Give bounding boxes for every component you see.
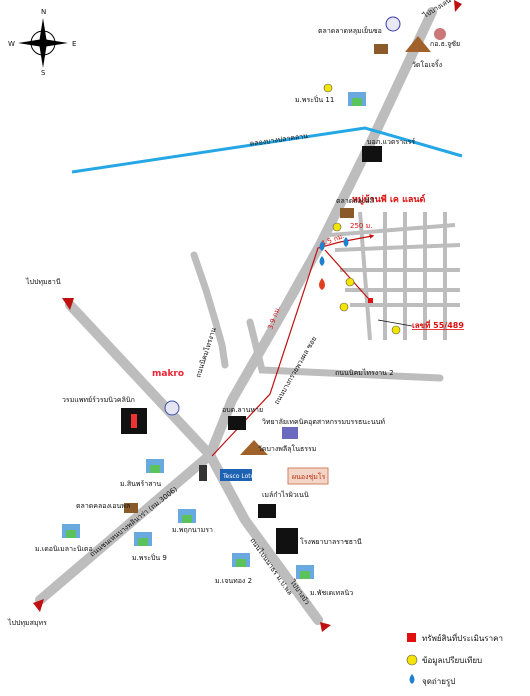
- hospital-cross-icon: [131, 414, 137, 428]
- label-village-6: ม.พัชเดเทลนิว: [310, 589, 353, 597]
- subdivision-grid: [329, 211, 461, 341]
- side-road-cross: [246, 318, 444, 382]
- label-temple-2: วัดโอเจริ้ง: [412, 58, 442, 69]
- subject-name: หมู่บ้านพี เค แลนด์: [352, 193, 426, 205]
- left-destination-label: ไปปทุมธานี: [25, 277, 61, 286]
- temple-seal-icon: [385, 16, 401, 32]
- comparison-point-4: [339, 302, 349, 312]
- legend-photo-label: จุดถ่ายรูป: [422, 677, 455, 687]
- temple-icon-1: [405, 36, 431, 52]
- label-school: บอภ.แวตราแรร์: [367, 138, 415, 146]
- fire-icon: [319, 278, 325, 290]
- label-village-5: ม.เจนทอง 2: [215, 577, 252, 585]
- bottom-left-destination-label: ไปปทุมสมุทร: [7, 618, 47, 627]
- side-road-left: [190, 251, 229, 369]
- arrow-bottom-right: [320, 622, 331, 632]
- subject-number: เลขที่ 55/489: [412, 319, 464, 330]
- village-icons: [62, 92, 366, 579]
- arrow-top-right: [454, 0, 462, 12]
- legend: ทรัพย์สินที่ประเมินราคา ข้อมูลเปรียบเทีย…: [406, 632, 503, 687]
- label-market-low: ตลาดคลองเอนพล: [76, 502, 130, 510]
- label-village-3: ม.พฤกนามรา: [172, 526, 213, 534]
- destination-arrows: [33, 0, 462, 632]
- label-school-2: โรงพยาบาลราชธานี: [300, 537, 362, 546]
- district-office-icon: [228, 416, 246, 430]
- label-local: ผนองชุ่มโร: [292, 472, 326, 481]
- label-market-mid: ตลาดสองลิลี: [336, 197, 374, 205]
- canal: [71, 126, 463, 174]
- label-temple-3: วัดบางพลีลุโนธรรม: [258, 444, 316, 453]
- label-market-top: ตลาดลาดหลุมเย็นซอ: [318, 26, 382, 35]
- label-tesco: Tesco Lotus: [222, 473, 258, 480]
- photo-points: [319, 237, 349, 266]
- arrow-top-left: [62, 298, 74, 310]
- subject-leader-line: [377, 319, 413, 327]
- makro-icon: [164, 400, 180, 416]
- tesco-icon: [220, 469, 252, 481]
- compass-e: E: [72, 40, 76, 48]
- label-village-top: ม.พระปิ่น 11: [295, 95, 334, 104]
- label-village-4: ม.พระปิ่น 9: [132, 553, 167, 562]
- label-hospital: วรมแพทย์ร์วรมนิวคลินิก: [62, 396, 135, 404]
- building-icons: [121, 16, 446, 554]
- photo-point-1: [319, 241, 325, 251]
- legend-photo-swatch: [409, 674, 415, 684]
- college-icon: [282, 427, 298, 439]
- photo-point-3: [319, 256, 325, 266]
- label-gov-office: เมล์กำไรผิวเนนิ: [262, 490, 309, 499]
- comparison-point-2: [332, 222, 342, 232]
- market-icon-low: [124, 503, 138, 513]
- cross-road-label: ถนนนิคมไทรงาน 2: [335, 368, 394, 377]
- legend-compare-label: ข้อมูลเปรียบเทียบ: [422, 656, 482, 666]
- roads: [35, 7, 444, 625]
- temple-icon-3: [240, 440, 268, 455]
- legend-subject-swatch: [407, 633, 416, 642]
- label-village-2: ม.เดอนิเมลาะนิเตอ: [35, 545, 93, 553]
- compass-n: N: [41, 8, 46, 16]
- subject-marker: [368, 298, 373, 303]
- photo-point-2: [343, 237, 349, 247]
- hospital-2-icon: [276, 528, 298, 554]
- label-makro: makro: [152, 369, 184, 379]
- label-college: วิทยาลัยเทคนิคอุตสาหกรรมบรรธนะนนท์: [262, 418, 385, 426]
- local-icon: [287, 467, 329, 485]
- diagonal-road-label: ถนนชนเหนบางพลินาร่า (ถม.3006): [88, 485, 179, 558]
- diagonal-road-southwest: [35, 450, 215, 605]
- label-district-office: อบต.ลานหาย: [222, 406, 263, 414]
- comparison-points: [323, 83, 401, 335]
- compass-rose: N S E W: [8, 8, 76, 77]
- arrow-bottom-left: [33, 599, 44, 612]
- gov-office-icon: [258, 504, 276, 518]
- legend-subject-label: ทรัพย์สินที่ประเมินราคา: [422, 632, 503, 643]
- diagonal-road-northwest: [65, 300, 215, 460]
- market-icon-mid: [340, 208, 354, 218]
- market-icon-top: [374, 44, 388, 54]
- legend-compare-swatch: [406, 654, 418, 666]
- traffic-light-icon: [199, 465, 207, 481]
- comparison-point-3: [345, 277, 355, 287]
- comparison-point-5: [391, 325, 401, 335]
- compass-w: W: [8, 40, 15, 48]
- school-icon: [362, 146, 382, 162]
- comparison-point-1: [323, 83, 333, 93]
- compass-s: S: [41, 69, 46, 77]
- distance-2: 250 ม.: [350, 222, 372, 230]
- place-labels: ตลาดลาดหลุมเย็นซอ กอ.ธ.จูซัย วัดโอเจริ้ง…: [35, 26, 460, 597]
- label-village-1: ม.สินพร้าสาน: [120, 480, 161, 488]
- label-kro: กอ.ธ.จูซัย: [430, 40, 460, 48]
- top-destination-label: ไปบางเลน: [420, 0, 452, 20]
- kro-icon: [434, 28, 446, 40]
- left-slant-road-label: ถนนนิคมไทรงาน: [193, 326, 218, 378]
- canal-label: คลองบางปลาคลาน: [249, 132, 308, 148]
- main-road-north: [205, 7, 437, 460]
